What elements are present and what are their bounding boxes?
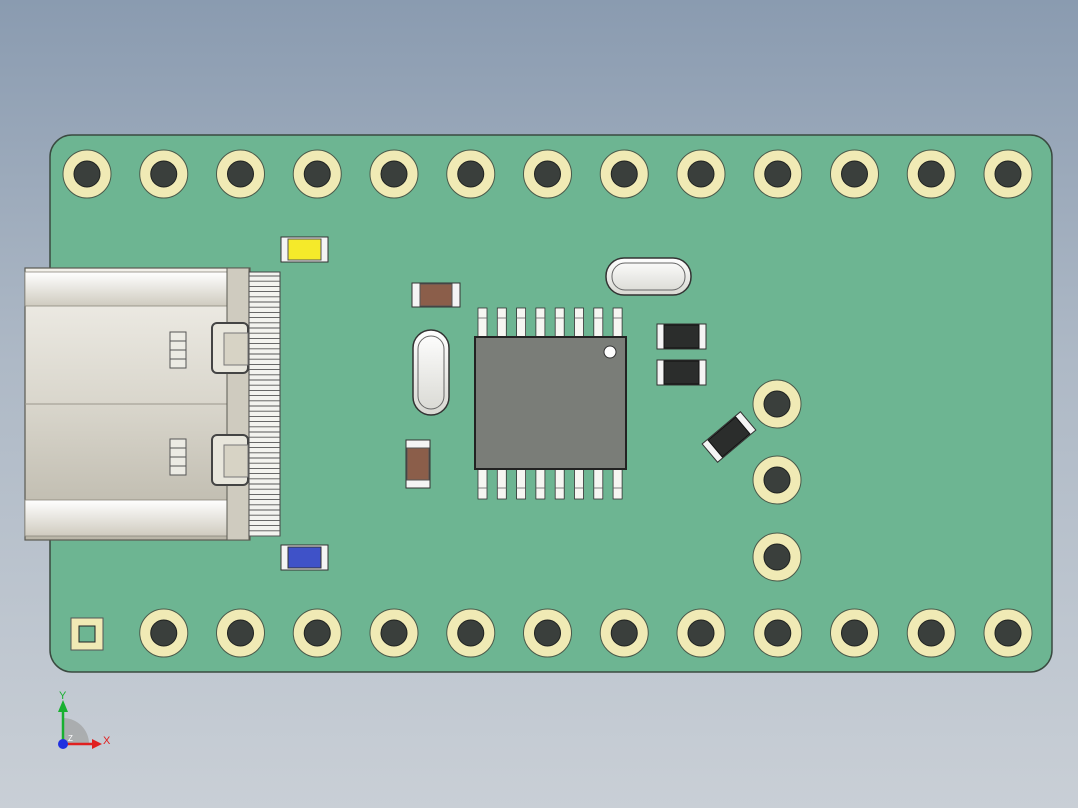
ic-pin-bottom bbox=[574, 467, 584, 500]
ic-pin-top bbox=[593, 307, 604, 339]
pad-top[interactable] bbox=[216, 149, 265, 199]
pad-bottom[interactable] bbox=[753, 608, 803, 658]
pad-bottom[interactable] bbox=[906, 608, 956, 658]
ic-pin-top bbox=[612, 307, 623, 339]
pad-side[interactable] bbox=[752, 379, 802, 429]
ic-pin-bottom bbox=[554, 467, 565, 500]
pad-top[interactable] bbox=[676, 149, 726, 199]
resistor-vertical[interactable] bbox=[405, 439, 431, 489]
usb-contact-fingers bbox=[248, 271, 281, 537]
ic-pin-top bbox=[535, 307, 546, 339]
pad-bottom[interactable] bbox=[523, 608, 572, 658]
pad-bottom[interactable] bbox=[676, 608, 726, 658]
ic-pin1-marker bbox=[603, 345, 617, 359]
pad-bottom[interactable] bbox=[983, 608, 1033, 658]
through-hole-pads bbox=[62, 149, 1033, 658]
pad-top[interactable] bbox=[369, 149, 419, 199]
ic-pin-bottom bbox=[477, 467, 488, 500]
axis-y-label: Y bbox=[59, 690, 67, 702]
pad-bottom[interactable] bbox=[446, 608, 496, 658]
ic-pin-bottom bbox=[612, 467, 623, 500]
led-blue[interactable] bbox=[280, 544, 329, 571]
usb-latch-bottom bbox=[211, 434, 249, 486]
ic-pin-top bbox=[477, 307, 488, 339]
pad-top[interactable] bbox=[523, 149, 572, 199]
usb-latch-top bbox=[211, 322, 249, 374]
crystal-horizontal[interactable] bbox=[605, 257, 692, 296]
pad-side[interactable] bbox=[752, 532, 802, 582]
axis-z-label: Z bbox=[68, 734, 73, 743]
ic-pins bbox=[477, 307, 623, 500]
pad-bottom[interactable] bbox=[369, 608, 419, 658]
pad-bottom[interactable] bbox=[599, 608, 649, 658]
crystal-vertical[interactable] bbox=[412, 329, 450, 416]
led-yellow[interactable] bbox=[280, 236, 329, 263]
pad-top[interactable] bbox=[599, 149, 649, 199]
pad-top[interactable] bbox=[292, 149, 342, 199]
pad-bottom[interactable] bbox=[139, 608, 189, 658]
ic-pin-bottom bbox=[496, 467, 507, 500]
pad-top[interactable] bbox=[906, 149, 956, 199]
ic-pin-bottom bbox=[593, 467, 604, 500]
pad-top[interactable] bbox=[62, 149, 112, 199]
pad-bottom[interactable] bbox=[830, 608, 879, 658]
pad-side[interactable] bbox=[752, 455, 802, 505]
ic-pin-top bbox=[554, 307, 565, 339]
pad-bottom[interactable] bbox=[216, 608, 265, 658]
pad-top[interactable] bbox=[139, 149, 189, 199]
ic-pin-top bbox=[574, 307, 584, 339]
pad-bottom[interactable] bbox=[292, 608, 342, 658]
pin1-square-pad[interactable] bbox=[70, 617, 104, 651]
usb-small-contacts bbox=[169, 331, 187, 476]
ic-pin-bottom bbox=[535, 467, 546, 500]
pad-top[interactable] bbox=[983, 149, 1033, 199]
diode-rotated[interactable] bbox=[701, 411, 757, 463]
ic-pin-top bbox=[496, 307, 507, 339]
ic-pin-bottom bbox=[516, 467, 526, 500]
diode-2[interactable] bbox=[656, 359, 707, 386]
axis-triad-icon: Y X Z bbox=[58, 690, 111, 749]
pad-top[interactable] bbox=[753, 149, 803, 199]
ic-pin-top bbox=[516, 307, 526, 339]
ic-chip[interactable] bbox=[474, 307, 627, 500]
resistor-horizontal[interactable] bbox=[411, 282, 461, 308]
diode-1[interactable] bbox=[656, 323, 707, 350]
axis-x-label: X bbox=[103, 735, 111, 747]
pad-top[interactable] bbox=[830, 149, 879, 199]
usb-c-connector-icon[interactable] bbox=[24, 267, 281, 541]
pad-top[interactable] bbox=[446, 149, 496, 199]
